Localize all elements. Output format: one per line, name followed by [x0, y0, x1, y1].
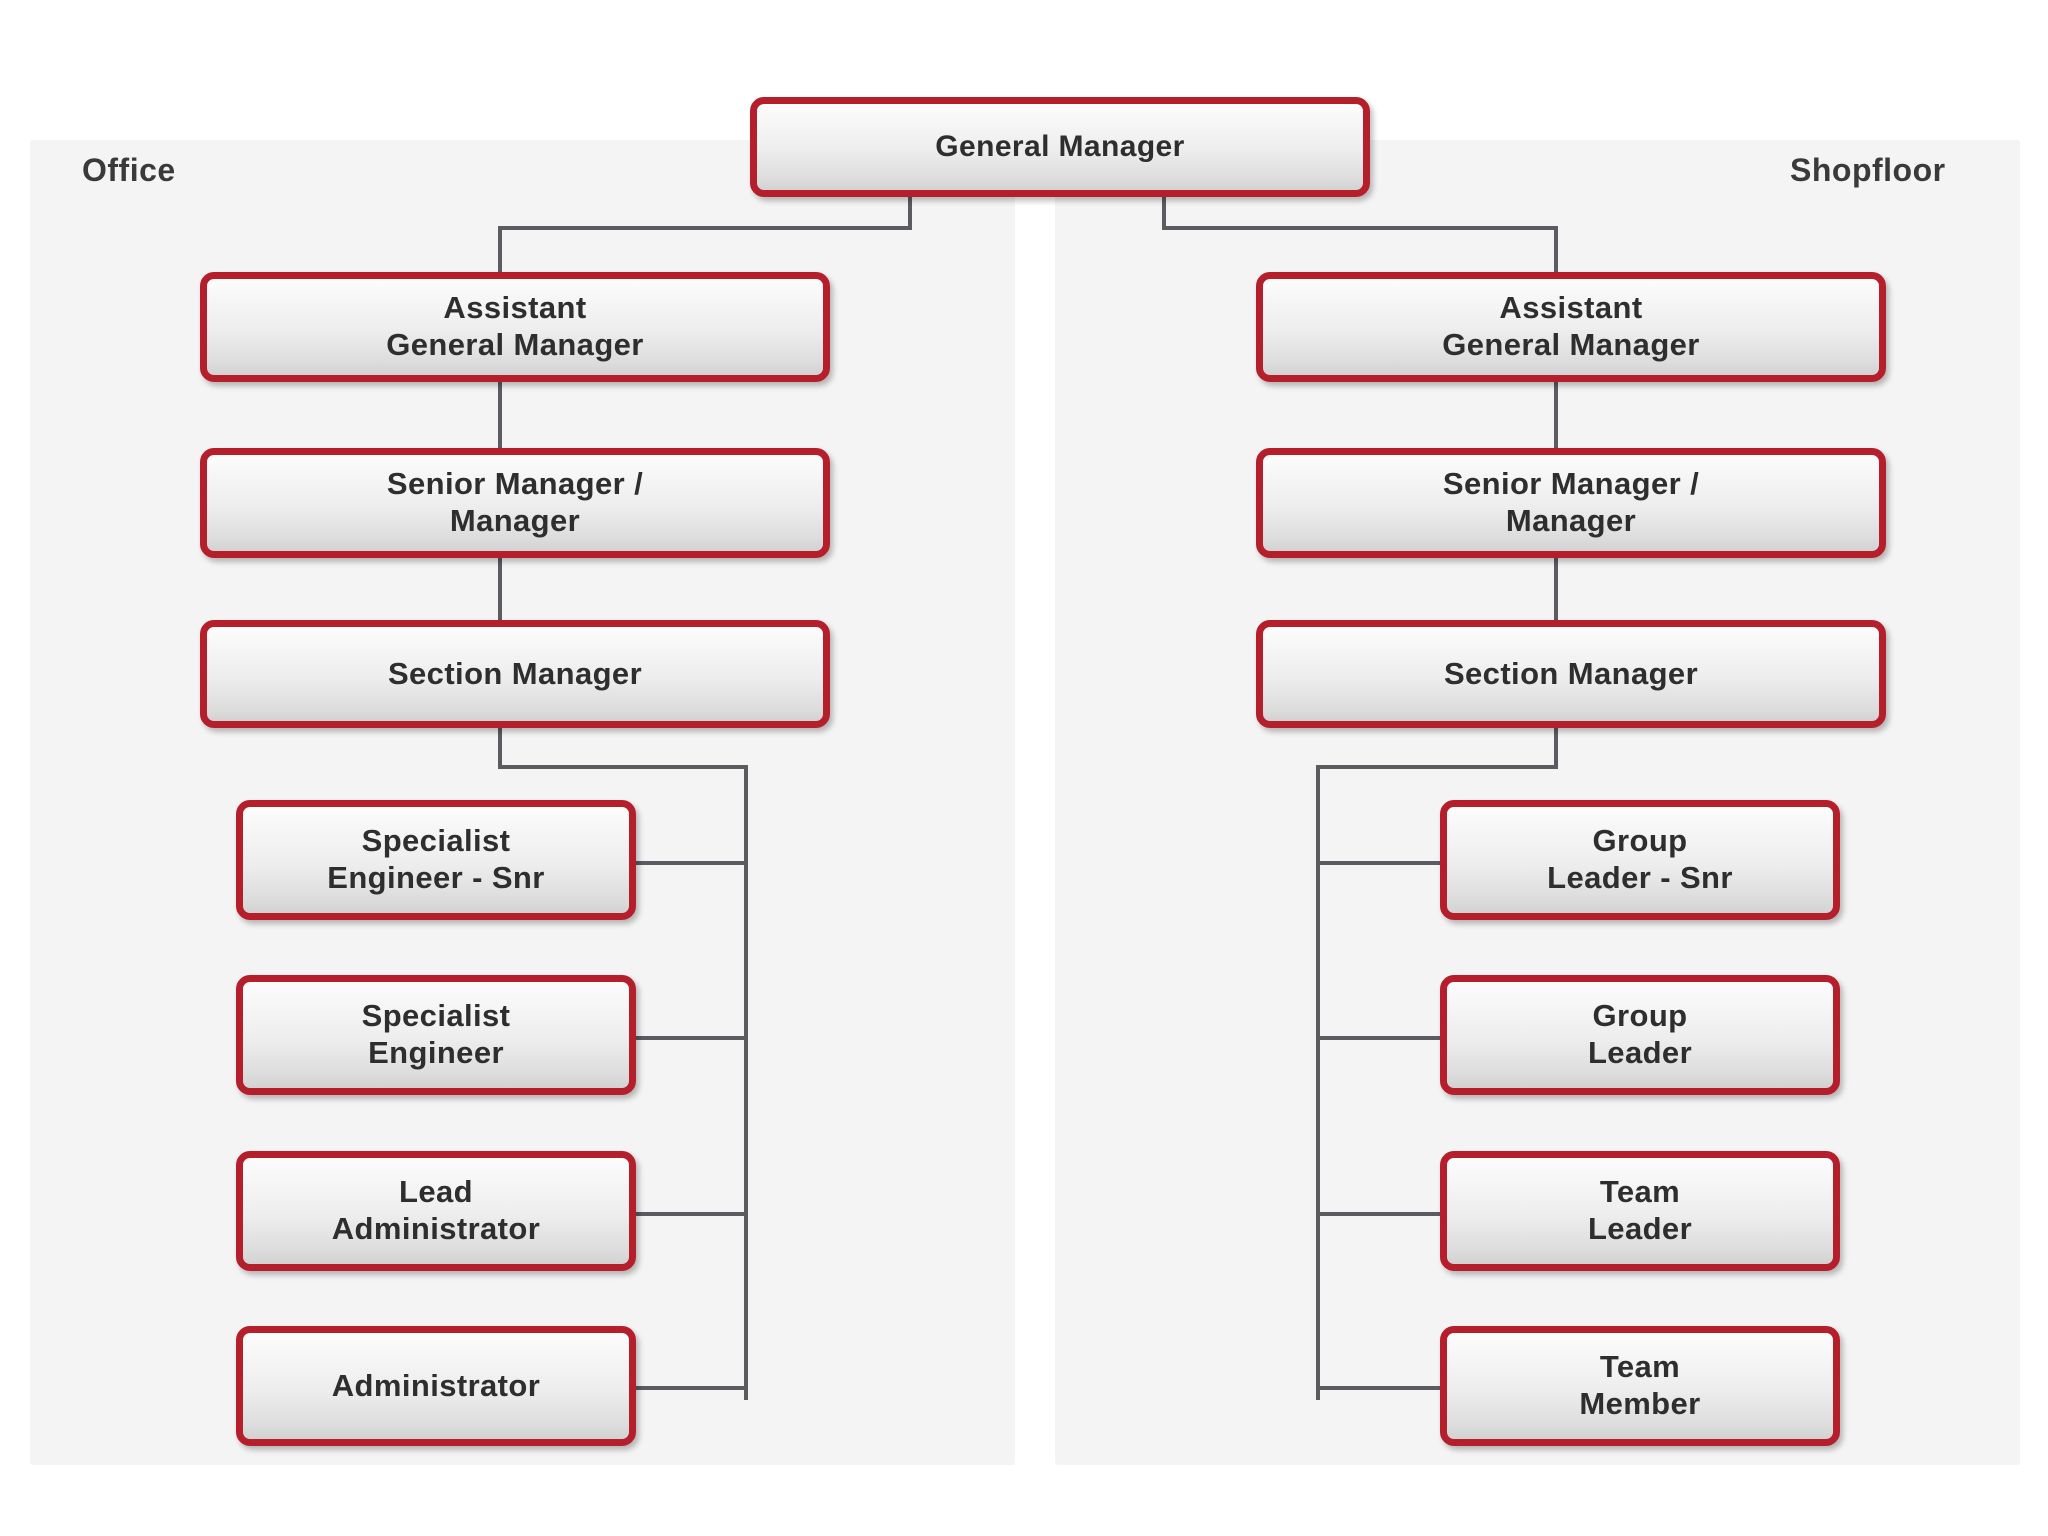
panel-label-shopfloor: Shopfloor [1790, 152, 1946, 188]
connector-root-to-office-agm [498, 226, 502, 276]
connector-shopfloor-fanout-top [1316, 765, 1558, 769]
node-office-specialist-engineer-snr[interactable]: Specialist Engineer - Snr [236, 800, 636, 920]
connector-office-trunk [744, 765, 748, 1400]
connector-office-agm-to-senior [498, 378, 502, 460]
connector-shopfloor-to-team-leader [1316, 1212, 1442, 1216]
node-shopfloor-assistant-general-manager[interactable]: Assistant General Manager [1256, 272, 1886, 382]
connector-office-to-admin [630, 1386, 748, 1390]
node-office-administrator[interactable]: Administrator [236, 1326, 636, 1446]
node-office-senior-manager[interactable]: Senior Manager / Manager [200, 448, 830, 558]
connector-root-left-horizontal [498, 226, 912, 230]
connector-shopfloor-trunk [1316, 765, 1320, 1400]
node-office-specialist-engineer[interactable]: Specialist Engineer [236, 975, 636, 1095]
connector-root-right-stub [1162, 195, 1166, 228]
connector-shopfloor-to-group-leader-snr [1316, 861, 1442, 865]
connector-office-fanout-top [498, 765, 748, 769]
node-shopfloor-group-leader-snr[interactable]: Group Leader - Snr [1440, 800, 1840, 920]
connector-office-to-specialist [630, 1036, 748, 1040]
connector-shopfloor-to-group-leader [1316, 1036, 1442, 1040]
connector-root-left-stub [908, 195, 912, 228]
node-shopfloor-team-leader[interactable]: Team Leader [1440, 1151, 1840, 1271]
node-office-lead-administrator[interactable]: Lead Administrator [236, 1151, 636, 1271]
connector-office-to-lead-admin [630, 1212, 748, 1216]
connector-office-to-specialist-snr [630, 861, 748, 865]
connector-shopfloor-agm-to-senior [1554, 378, 1558, 460]
connector-root-to-shopfloor-agm [1554, 226, 1558, 276]
node-office-assistant-general-manager[interactable]: Assistant General Manager [200, 272, 830, 382]
node-shopfloor-team-member[interactable]: Team Member [1440, 1326, 1840, 1446]
node-general-manager[interactable]: General Manager [750, 97, 1370, 197]
connector-office-section-stub [498, 725, 502, 767]
connector-root-right-horizontal [1162, 226, 1558, 230]
panel-label-office: Office [82, 152, 176, 188]
connector-shopfloor-senior-to-section [1554, 555, 1558, 620]
node-shopfloor-section-manager[interactable]: Section Manager [1256, 620, 1886, 728]
node-shopfloor-group-leader[interactable]: Group Leader [1440, 975, 1840, 1095]
node-shopfloor-senior-manager[interactable]: Senior Manager / Manager [1256, 448, 1886, 558]
node-office-section-manager[interactable]: Section Manager [200, 620, 830, 728]
connector-shopfloor-section-stub [1554, 725, 1558, 767]
connector-office-senior-to-section [498, 555, 502, 620]
connector-shopfloor-to-team-member [1316, 1386, 1442, 1390]
